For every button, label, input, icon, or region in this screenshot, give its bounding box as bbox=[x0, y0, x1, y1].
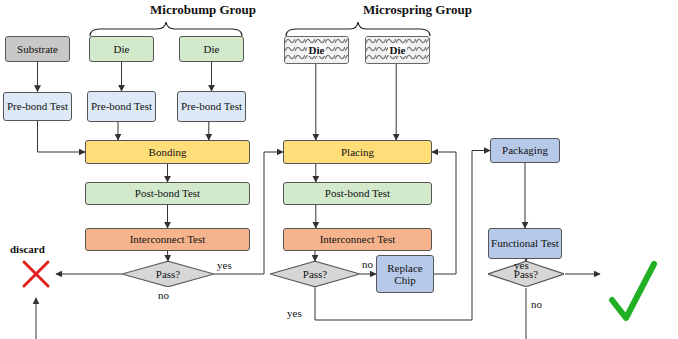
group-title: Microbump Group bbox=[150, 2, 256, 18]
flow-arrow bbox=[315, 164, 316, 182]
node-text: Pre-bond Test bbox=[89, 100, 154, 112]
flow-arrow bbox=[432, 152, 456, 274]
node-text: Die bbox=[112, 43, 132, 55]
decision-diamond: Pass? bbox=[122, 261, 214, 287]
node-text: Pass? bbox=[154, 268, 182, 280]
node-text: Die bbox=[388, 44, 408, 56]
discard-cross bbox=[24, 262, 48, 286]
node-text: Post-bond Test bbox=[323, 187, 392, 199]
test-box: Functional Test bbox=[488, 228, 562, 259]
no-line bbox=[56, 274, 122, 275]
flow-arrow bbox=[211, 62, 212, 91]
flow-arrow bbox=[525, 163, 526, 228]
test-box: Pre-bond Test bbox=[3, 92, 72, 121]
flow-arrow bbox=[167, 164, 168, 182]
node-text: Bonding bbox=[147, 146, 189, 158]
flow-arrow bbox=[360, 274, 376, 275]
process-box: Placing bbox=[283, 140, 432, 164]
flow-arrow bbox=[214, 152, 283, 274]
node-text: Substrate bbox=[15, 43, 60, 55]
flow-arrow bbox=[315, 64, 316, 140]
node-text: Die bbox=[307, 44, 327, 56]
flow-arrow bbox=[167, 251, 169, 261]
die-box: Die bbox=[179, 36, 244, 62]
success-check bbox=[612, 264, 654, 318]
substrate-box: Substrate bbox=[5, 36, 70, 62]
flow-arrow bbox=[118, 122, 119, 140]
flow-label: yes bbox=[514, 259, 529, 271]
microspring-die: Die bbox=[284, 36, 349, 64]
test-box: Interconnect Test bbox=[283, 228, 432, 251]
node-text: Post-bond Test bbox=[133, 187, 202, 199]
node-text: Pre-bond Test bbox=[5, 100, 70, 112]
flow-label: discard bbox=[10, 243, 45, 255]
group-title: Microspring Group bbox=[363, 2, 472, 18]
flow-arrow bbox=[396, 64, 397, 140]
group-brace bbox=[286, 22, 430, 36]
test-box: Post-bond Test bbox=[283, 182, 432, 205]
node-text: Pass? bbox=[301, 268, 329, 280]
node-text: Pre-bond Test bbox=[179, 100, 244, 112]
flow-arrow bbox=[315, 205, 316, 228]
node-text: Interconnect Test bbox=[318, 233, 398, 245]
edge-label: yes bbox=[216, 259, 233, 271]
group-brace bbox=[90, 22, 242, 36]
flow-arrow bbox=[121, 62, 122, 91]
process-box: Bonding bbox=[85, 140, 250, 164]
no-line bbox=[526, 288, 527, 339]
edge-label: yes bbox=[286, 307, 303, 319]
die-box: Die bbox=[89, 36, 154, 62]
test-box: Pre-bond Test bbox=[87, 91, 156, 122]
test-box: Post-bond Test bbox=[85, 182, 250, 205]
flow-label: no bbox=[531, 298, 542, 310]
edge-label: no bbox=[361, 258, 374, 270]
process-box: Replace Chip bbox=[376, 255, 434, 293]
microspring-die: Die bbox=[365, 36, 430, 64]
node-text: Interconnect Test bbox=[128, 233, 208, 245]
flow-label: no bbox=[158, 289, 169, 301]
node-text: Functional Test bbox=[489, 237, 561, 249]
process-box: Packaging bbox=[490, 138, 560, 163]
flow-arrow bbox=[208, 122, 209, 140]
flow-arrow bbox=[167, 205, 168, 228]
node-text: Placing bbox=[339, 146, 376, 158]
test-box: Interconnect Test bbox=[85, 228, 250, 251]
decision-diamond: Pass? bbox=[270, 261, 360, 287]
incoming-arrow bbox=[36, 298, 37, 339]
yes-line bbox=[565, 274, 600, 275]
test-box: Pre-bond Test bbox=[177, 91, 246, 122]
node-text: Replace Chip bbox=[377, 262, 433, 286]
flow-arrow bbox=[38, 121, 86, 153]
node-text: Packaging bbox=[500, 144, 550, 156]
flow-arrow bbox=[37, 62, 38, 92]
flow-arrow bbox=[315, 251, 316, 261]
node-text: Die bbox=[202, 43, 222, 55]
